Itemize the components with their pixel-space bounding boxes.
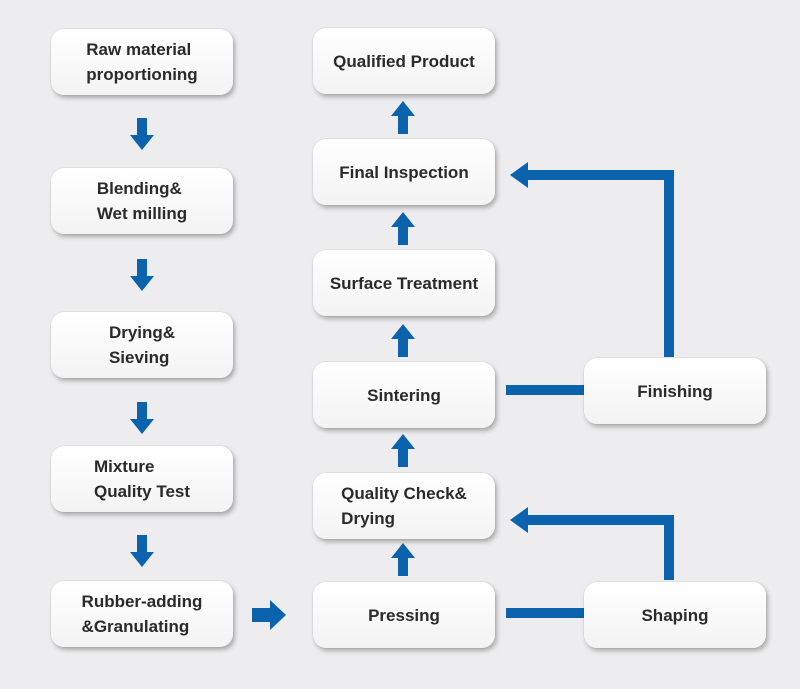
box-finishing: Finishing [584, 358, 766, 424]
box-drying-sieving: Drying& Sieving [51, 312, 233, 378]
connector-pressing-shaping [506, 608, 584, 618]
arrow-blending-to-drying [130, 259, 154, 291]
label-drying-sieving: Drying& Sieving [108, 323, 176, 367]
label-raw-material: Raw material proportioning [86, 40, 198, 84]
arrow-surface-to-final [391, 212, 415, 245]
label-mixture-quality-test: Mixture Quality Test [93, 457, 191, 501]
box-sintering: Sintering [313, 362, 495, 428]
label-rubber-adding: Rubber-adding &Granulating [81, 592, 203, 636]
label-qualified-product: Qualified Product [333, 51, 475, 71]
label-surface-treatment: Surface Treatment [329, 273, 479, 293]
label-shaping: Shaping [641, 605, 709, 625]
label-blending: Blending& Wet milling [96, 179, 188, 223]
box-qualified-product: Qualified Product [313, 28, 495, 94]
box-surface-treatment: Surface Treatment [313, 250, 495, 316]
arrow-sintering-to-surface [391, 324, 415, 357]
arrow-raw-to-blending [130, 118, 154, 150]
arrow-rubber-to-pressing [252, 600, 286, 630]
label-quality-check-drying: Quality Check& Drying [341, 484, 467, 528]
label-finishing: Finishing [637, 381, 713, 401]
box-raw-material: Raw material proportioning [51, 29, 233, 95]
arrow-mixture-test-to-rubber [130, 535, 154, 567]
label-sintering: Sintering [367, 385, 441, 405]
box-mixture-quality-test: Mixture Quality Test [51, 446, 233, 512]
arrow-shaping-to-quality-check [510, 507, 674, 580]
arrow-final-to-qualified [391, 101, 415, 134]
arrow-pressing-to-quality-check [391, 543, 415, 576]
box-shaping: Shaping [584, 582, 766, 648]
arrow-finishing-to-final-inspection [510, 162, 674, 357]
box-rubber-adding: Rubber-adding &Granulating [51, 581, 233, 647]
label-final-inspection: Final Inspection [339, 162, 469, 182]
box-final-inspection: Final Inspection [313, 139, 495, 205]
connector-sintering-finishing [506, 385, 584, 395]
box-pressing: Pressing [313, 582, 495, 648]
arrow-quality-check-to-sintering [391, 434, 415, 467]
arrow-drying-to-mixture-test [130, 402, 154, 434]
label-pressing: Pressing [368, 605, 440, 625]
box-quality-check-drying: Quality Check& Drying [313, 473, 495, 539]
box-blending: Blending& Wet milling [51, 168, 233, 234]
